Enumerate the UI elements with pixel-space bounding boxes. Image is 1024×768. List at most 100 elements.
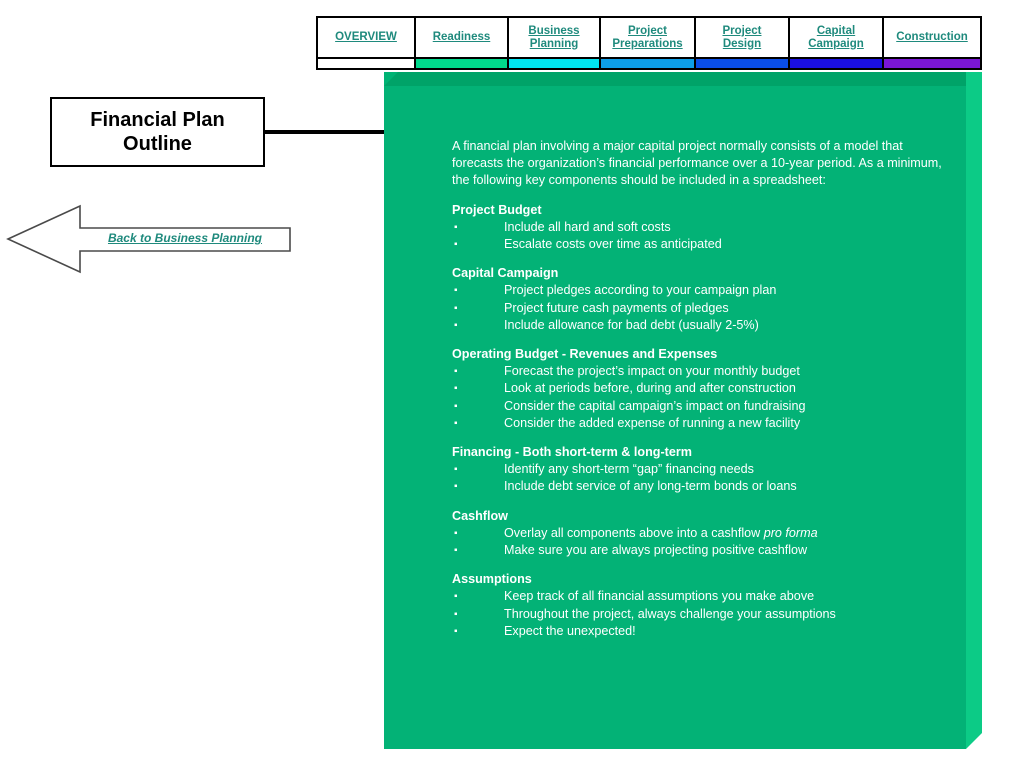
- bullet-text: Project future cash payments of pledges: [504, 300, 729, 315]
- bullet-text: Include allowance for bad debt (usually …: [504, 317, 759, 332]
- bullet-square-icon: ▪: [454, 383, 458, 395]
- panel-bevel-right-face: [966, 72, 982, 749]
- panel-bevel-top-face: [384, 72, 982, 86]
- section-heading: Project Budget: [452, 202, 542, 217]
- bullet-item: ▪ Project future cash payments of pledges: [452, 300, 952, 317]
- section-heading: Capital Campaign: [452, 266, 559, 281]
- bullet-item: ▪Overlay all components above into a cas…: [452, 525, 952, 542]
- back-to-business-planning-link[interactable]: Back to Business Planning: [107, 231, 263, 245]
- bullet-item: ▪ Include all hard and soft costs: [452, 219, 952, 236]
- bullet-text: Identify any short-term “gap” financing …: [504, 462, 754, 477]
- bullet-square-icon: ▪: [454, 239, 458, 251]
- nav-tab-colorbar: [416, 57, 507, 68]
- bullet-square-icon: ▪: [454, 366, 458, 378]
- bullet-square-icon: ▪: [454, 302, 458, 314]
- nav-tab-label-cell: Project Preparations: [601, 18, 694, 57]
- intro-paragraph: A financial plan involving a major capit…: [452, 139, 942, 188]
- nav-tab-colorbar: [884, 57, 980, 68]
- navigation-tab-strip: OVERVIEW Readiness Business Planning Projec…: [316, 16, 982, 70]
- bullet-square-icon: ▪: [454, 608, 458, 620]
- nav-tab-overview[interactable]: OVERVIEW: [318, 18, 416, 68]
- page-title: Financial Plan Outline: [90, 109, 225, 155]
- bullet-text: Include all hard and soft costs: [504, 219, 671, 234]
- nav-tab-colorbar: [601, 57, 694, 68]
- back-arrow-icon: [6, 204, 291, 274]
- nav-tab-business-planning[interactable]: Business Planning: [509, 18, 601, 68]
- section-heading: Assumptions: [452, 572, 532, 587]
- nav-tab-label[interactable]: Readiness: [432, 31, 491, 44]
- nav-tab-label[interactable]: Project Preparations: [612, 25, 683, 50]
- bullet-text: Make sure you are always projecting posi…: [504, 543, 808, 558]
- bullet-square-icon: ▪: [454, 319, 458, 331]
- section: Project Budget ▪ Include all hard and soft…: [452, 202, 952, 254]
- nav-tab-colorbar: [696, 57, 788, 68]
- bullet-item: ▪ Identify any short-term “gap” financing…: [452, 461, 952, 478]
- nav-tab-colorbar: [509, 57, 599, 68]
- section: Financing - Both short-term & long-term▪…: [452, 444, 952, 496]
- section-heading: Cashflow: [452, 508, 508, 523]
- panel-content: A financial plan involving a major capit…: [452, 138, 952, 652]
- bullet-square-icon: ▪: [454, 625, 458, 637]
- bullet-square-icon: ▪: [454, 417, 458, 429]
- bullet-item: ▪ Keep track of all financial assumptions…: [452, 588, 952, 605]
- nav-tab-construction[interactable]: Construction: [884, 18, 980, 68]
- bullet-item: ▪ Forecast the project’s impact on your m…: [452, 363, 952, 380]
- nav-tab-label[interactable]: Project Design: [722, 25, 762, 50]
- bullet-square-icon: ▪: [454, 591, 458, 603]
- nav-tab-label-cell: Construction: [884, 18, 980, 57]
- nav-tab-label-cell: Project Design: [696, 18, 788, 57]
- bullet-text: Project pledges according to your campai…: [504, 283, 777, 298]
- page-title-box: Financial Plan Outline: [50, 97, 265, 167]
- bullet-text: Escalate costs over time as anticipated: [504, 237, 722, 252]
- panel-body-face: [384, 86, 966, 749]
- sections-list: Project Budget ▪ Include all hard and soft…: [452, 202, 952, 640]
- bullet-text: Consider the capital campaign’s impact o…: [504, 398, 806, 413]
- section: Assumptions ▪ Keep track of all financial …: [452, 571, 952, 640]
- bullet-item: ▪ Include debt service of any long-term b…: [452, 478, 952, 495]
- bullet-text: Keep track of all financial assumptions …: [504, 589, 815, 604]
- nav-tab-label-cell: Business Planning: [509, 18, 599, 57]
- nav-tab-label-cell: Capital Campaign: [790, 18, 882, 57]
- bullet-text: Forecast the project’s impact on your mo…: [504, 364, 800, 379]
- section-heading: Financing - Both short-term & long-term: [452, 445, 692, 460]
- section: Operating Budget - Revenues and Expenses…: [452, 346, 952, 432]
- section: Cashflow ▪Overlay all components above in…: [452, 508, 952, 560]
- bullet-square-icon: ▪: [454, 285, 458, 297]
- bullet-item: ▪ Expect the unexpected!: [452, 623, 952, 640]
- nav-tab-project-design[interactable]: Project Design: [696, 18, 790, 68]
- nav-tab-label[interactable]: Construction: [896, 31, 968, 44]
- bullet-text: Look at periods before, during and after…: [504, 381, 796, 396]
- connector-line: [262, 130, 388, 134]
- content-panel: A financial plan involving a major capit…: [384, 72, 982, 749]
- bullet-item: ▪ Consider the added expense of running a…: [452, 415, 952, 432]
- bullet-item: ▪ Project pledges according to your campa…: [452, 282, 952, 299]
- emphasis-text: pro forma: [763, 525, 818, 540]
- nav-tab-label[interactable]: Capital Campaign: [808, 25, 864, 50]
- nav-tab-label[interactable]: Business Planning: [528, 25, 580, 50]
- nav-tab-colorbar: [318, 57, 414, 68]
- nav-tab-readiness[interactable]: Readiness: [416, 18, 509, 68]
- nav-tab-colorbar: [790, 57, 882, 68]
- bullet-square-icon: ▪: [454, 527, 458, 539]
- bullet-square-icon: ▪: [454, 545, 458, 557]
- bullet-item: ▪ Make sure you are always projecting pos…: [452, 542, 952, 559]
- bullet-square-icon: ▪: [454, 464, 458, 476]
- bullet-square-icon: ▪: [454, 400, 458, 412]
- nav-tab-label-cell: OVERVIEW: [318, 18, 414, 57]
- nav-tab-capital-campaign[interactable]: Capital Campaign: [790, 18, 884, 68]
- section: Capital Campaign ▪ Project pledges accordi…: [452, 265, 952, 334]
- bullet-item: ▪ Look at periods before, during and afte…: [452, 380, 952, 397]
- nav-tab-label-cell: Readiness: [416, 18, 507, 57]
- bullet-text: Expect the unexpected!: [504, 623, 636, 638]
- bullet-square-icon: ▪: [454, 221, 458, 233]
- bullet-square-icon: ▪: [454, 481, 458, 493]
- nav-tab-label[interactable]: OVERVIEW: [335, 31, 397, 44]
- bullet-text: Include debt service of any long-term bo…: [504, 479, 797, 494]
- bullet-text: Throughout the project, always challenge…: [504, 606, 836, 621]
- bullet-item: ▪ Escalate costs over time as anticipated: [452, 236, 952, 253]
- section-heading: Operating Budget - Revenues and Expenses: [452, 347, 718, 362]
- bullet-item: ▪ Consider the capital campaign’s impact …: [452, 398, 952, 415]
- nav-tab-project-preparations[interactable]: Project Preparations: [601, 18, 696, 68]
- back-arrow-shape[interactable]: [6, 202, 292, 274]
- bullet-text: Consider the added expense of running a …: [504, 415, 801, 430]
